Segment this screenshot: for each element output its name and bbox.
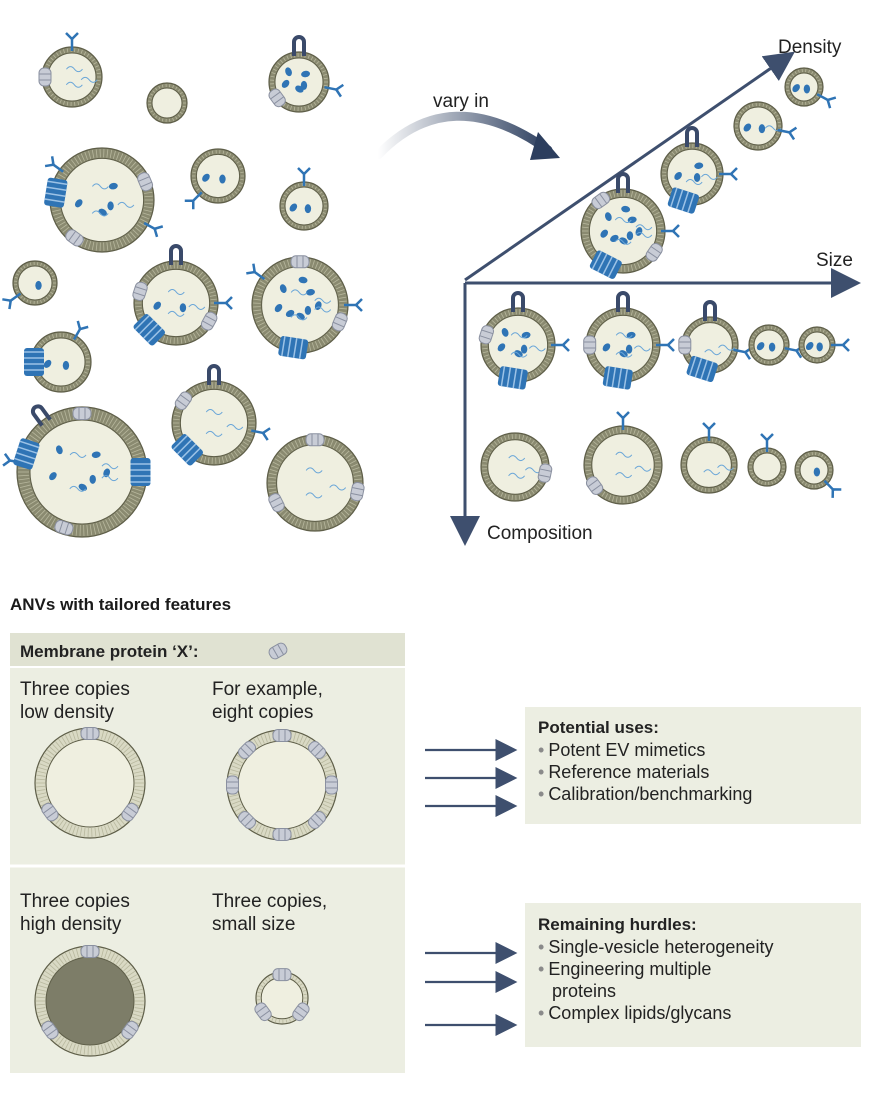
membrane-protein-icon [272, 729, 292, 742]
vary-arrow [373, 111, 553, 160]
list-item: •Potent EV mimetics [538, 740, 706, 760]
vesicle-icon [583, 291, 676, 391]
panel-vesicles [34, 727, 338, 1057]
transmembrane-protein-icon [129, 457, 152, 487]
membrane-protein-icon [272, 968, 292, 982]
vesicle-icon [38, 31, 103, 108]
vesicle-icon [583, 410, 663, 505]
panel-title: ANVs with tailored features [10, 595, 232, 614]
uses-box [525, 707, 861, 824]
list-item-text: Reference materials [548, 762, 710, 782]
vesicle-icon [748, 324, 805, 366]
membrane-protein-icon [583, 335, 597, 355]
remaining-hurdles: Remaining hurdles: •Single-vesicle heter… [538, 913, 773, 1024]
vesicle-icon [23, 319, 92, 393]
vesicle-icon [477, 291, 571, 391]
potential-uses-heading: Potential uses: [538, 718, 659, 737]
list-item: •Reference materials [538, 762, 710, 782]
vesicle-icon [678, 300, 754, 384]
membrane-protein-icon [325, 775, 338, 795]
remaining-hurdles-heading: Remaining hurdles: [538, 915, 697, 934]
vary-in-label: vary in [433, 91, 489, 112]
membrane-protein-icon [272, 828, 292, 841]
cell-line: small size [212, 914, 296, 935]
hurdles-box [525, 903, 861, 1047]
uses-arrows [425, 739, 518, 1036]
list-item: •Complex lipids/glycans [538, 1003, 732, 1023]
cell-line: Three copies [20, 891, 130, 912]
composition-label: Composition [487, 523, 593, 544]
vesicle-icon [747, 432, 787, 487]
list-item-text: proteins [552, 981, 617, 1001]
membrane-protein-icon [80, 945, 100, 958]
vesicle-icon [580, 172, 681, 281]
vesicle-icon [42, 147, 165, 253]
membrane-protein-icon [678, 335, 692, 355]
list-item-text: Calibration/benchmarking [548, 784, 753, 804]
vesicle-icon [266, 35, 345, 113]
size-label: Size [816, 250, 853, 271]
cell-small-size-text: Three copies, small size [212, 890, 327, 936]
list-item: •Engineering multiple [538, 959, 712, 979]
vesicle-icon [169, 364, 272, 468]
vesicle-icon [34, 727, 146, 839]
vesicle-icon [798, 326, 851, 364]
list-item-text: Engineering multiple [548, 959, 712, 979]
vesicle-icon [784, 67, 838, 110]
membrane-protein-icon [80, 727, 100, 740]
list-item: •Calibration/benchmarking [538, 784, 753, 804]
vesicle-icon [34, 945, 146, 1057]
vesicle-icon [183, 148, 246, 211]
list-item: •Single-vesicle heterogeneity [538, 937, 774, 957]
density-label: Density [778, 37, 842, 58]
vesicle-icon [794, 450, 843, 500]
cell-low-density-text: Three copies low density [20, 678, 130, 724]
list-item-text: Potent EV mimetics [548, 740, 706, 760]
vesicle-icon [1, 260, 58, 311]
vesicle-icon [146, 82, 188, 124]
list-item-text: Complex lipids/glycans [548, 1003, 732, 1023]
sorted-vesicles [477, 67, 851, 505]
membrane-protein-icon [290, 255, 310, 269]
membrane-protein-icon [72, 407, 92, 420]
cell-line: eight copies [212, 702, 314, 723]
list-item: proteins [538, 980, 773, 1002]
heterogeneous-vesicles [1, 31, 366, 538]
cell-line: high density [20, 914, 122, 935]
density-axis [464, 51, 795, 282]
membrane-protein-icon [38, 67, 52, 87]
panel-header: Membrane protein ‘X’: [20, 642, 199, 661]
vesicle-icon [131, 244, 234, 348]
membrane-protein-icon [226, 775, 239, 795]
cell-eight-copies-text: For example, eight copies [212, 678, 323, 724]
potential-uses: Potential uses: •Potent EV mimetics •Ref… [538, 716, 752, 805]
cell-line: For example, [212, 679, 323, 700]
vesicle-icon [266, 433, 366, 532]
vesicle-icon [226, 729, 338, 841]
vesicle-icon [252, 968, 312, 1025]
vesicle-icon [245, 255, 364, 361]
list-item-text: Single-vesicle heterogeneity [548, 937, 774, 957]
vary-arrowhead [530, 132, 560, 160]
vesicle-icon [279, 166, 329, 231]
vesicle-icon [480, 432, 554, 502]
vesicle-icon [1, 404, 152, 538]
cell-line: low density [20, 702, 114, 723]
cell-line: Three copies [20, 679, 130, 700]
transmembrane-protein-icon [23, 347, 45, 377]
cell-line: Three copies, [212, 891, 328, 912]
membrane-protein-icon [305, 433, 325, 447]
vesicle-icon [733, 101, 798, 151]
vesicle-icon [660, 126, 739, 216]
cell-high-density-text: Three copies high density [20, 890, 130, 936]
vesicle-icon [680, 421, 738, 494]
